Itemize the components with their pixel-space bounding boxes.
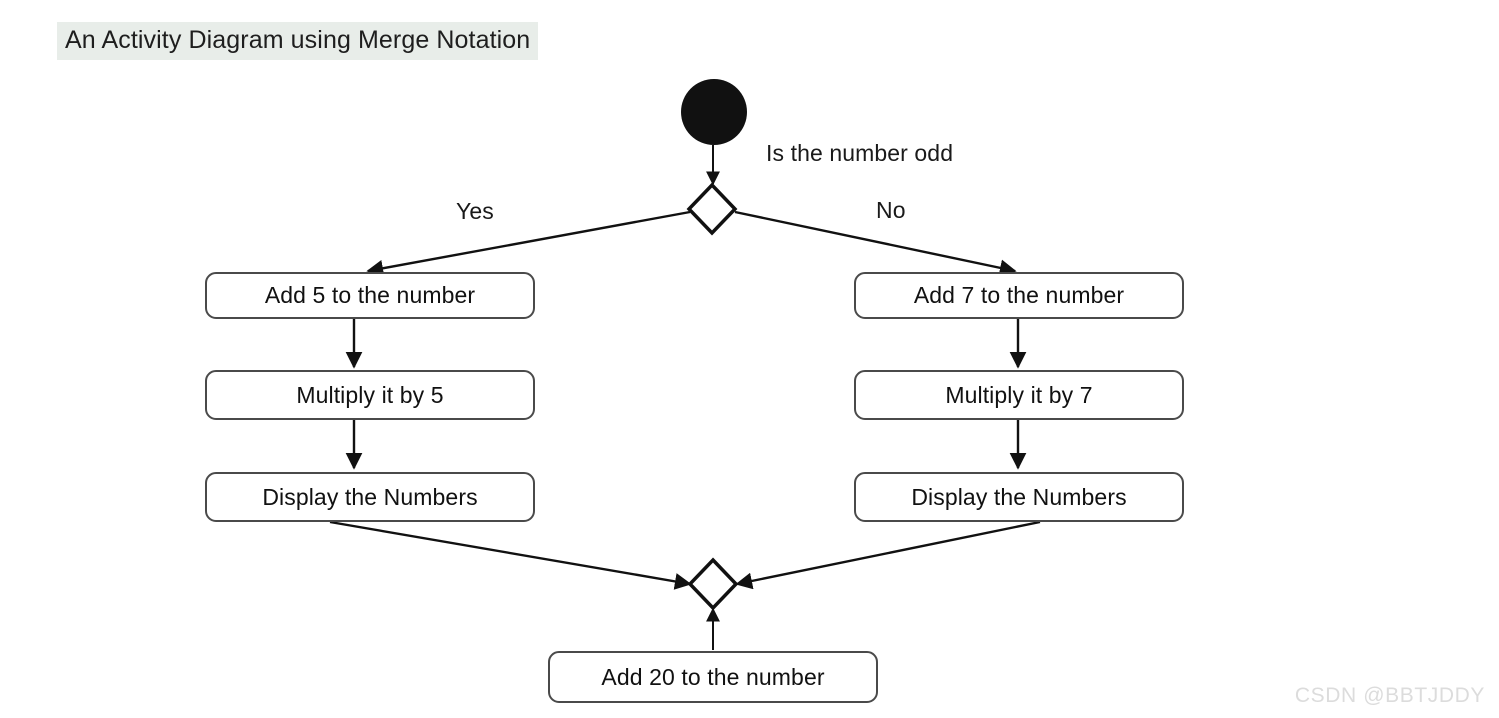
edge-decision-to-add7 bbox=[734, 210, 1017, 277]
watermark: CSDN @BBTJDDY bbox=[1294, 684, 1485, 707]
edge-decision-to-add5 bbox=[366, 210, 691, 277]
edge-label-yes: Yes bbox=[456, 198, 494, 224]
action-node-add-20[interactable]: Add 20 to the number bbox=[548, 651, 878, 703]
edge-display-left-to-merge bbox=[329, 520, 692, 590]
initial-node[interactable] bbox=[681, 79, 747, 145]
decision-question-label: Is the number odd bbox=[766, 140, 954, 166]
decision-node-diamond[interactable] bbox=[686, 182, 738, 236]
action-node-multiply-5[interactable]: Multiply it by 5 bbox=[205, 370, 535, 420]
page-title: An Activity Diagram using Merge Notation bbox=[57, 22, 539, 60]
action-node-add-7[interactable]: Add 7 to the number bbox=[854, 272, 1184, 319]
edge-display-right-to-merge bbox=[735, 520, 1041, 590]
action-node-add-5[interactable]: Add 5 to the number bbox=[205, 272, 535, 319]
merge-node-diamond[interactable] bbox=[687, 557, 739, 611]
action-node-multiply-7[interactable]: Multiply it by 7 bbox=[854, 370, 1184, 420]
action-node-display-right[interactable]: Display the Numbers bbox=[854, 472, 1184, 522]
action-node-display-left[interactable]: Display the Numbers bbox=[205, 472, 535, 522]
edge-label-no: No bbox=[876, 197, 906, 223]
